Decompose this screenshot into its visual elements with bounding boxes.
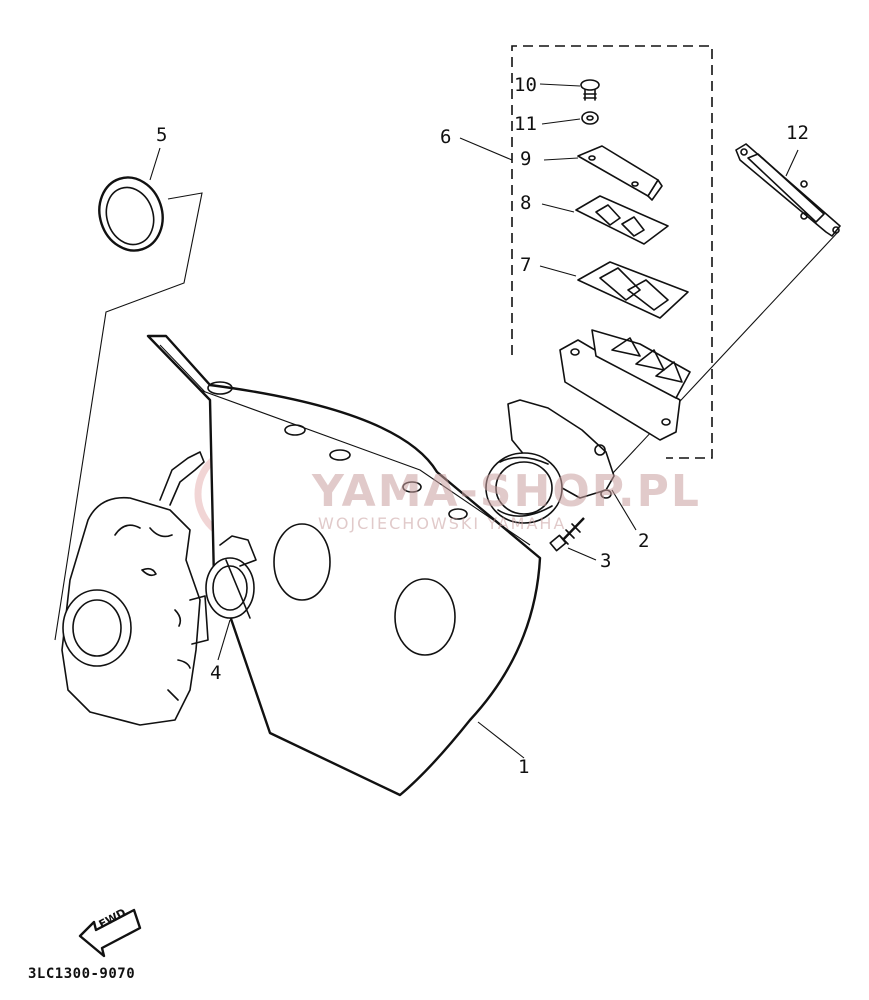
part-7-reed (539, 261, 689, 319)
part-1-plate (146, 334, 542, 797)
fwd-arrow-icon (78, 908, 142, 958)
callout-2: 2 (638, 530, 650, 552)
callout-10: 10 (514, 74, 537, 96)
part-11-washer (541, 111, 599, 125)
watermark-sub: WOJCIECHOWSKI YAMAHA (318, 514, 567, 533)
callout-3: 3 (600, 550, 612, 572)
leader-6 (459, 137, 513, 161)
callout-11: 11 (514, 113, 537, 135)
part-2-manifold (485, 399, 637, 531)
part-9-bracket (543, 145, 663, 201)
assembly-box (511, 45, 713, 459)
callout-9: 9 (520, 148, 532, 170)
reed-valve-block (559, 329, 691, 441)
callout-5: 5 (156, 124, 168, 146)
callout-6: 6 (440, 126, 452, 148)
callout-8: 8 (520, 192, 532, 214)
callout-4: 4 (210, 662, 222, 684)
part-5-ring (98, 147, 164, 252)
callout-12: 12 (786, 122, 809, 144)
callout-1: 1 (518, 756, 530, 778)
carburetor (61, 451, 209, 726)
part-4-clamp (205, 535, 257, 661)
part-12-gasket (735, 143, 841, 237)
watermark-brand: YAMA-SHOP.PL (312, 466, 701, 517)
leader-5-carb (54, 192, 203, 641)
part-10-screw (539, 79, 600, 101)
part-8-stopper (541, 195, 669, 245)
diagram-code: 3LC1300-9070 (28, 966, 136, 982)
part-3-bolt (549, 517, 597, 561)
callout-7: 7 (520, 254, 532, 276)
